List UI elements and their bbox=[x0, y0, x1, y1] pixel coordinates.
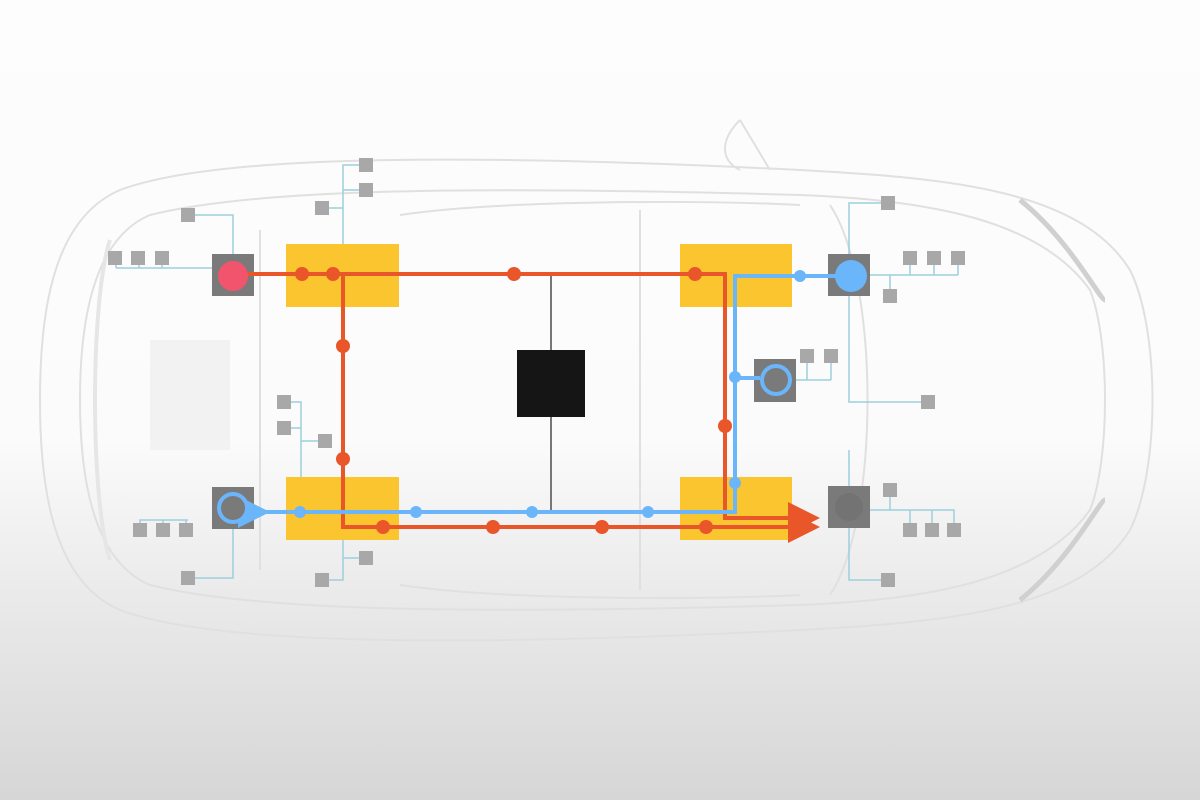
sensor-icon bbox=[315, 573, 329, 587]
power-tap-dot bbox=[295, 267, 309, 281]
sensor-icon bbox=[925, 523, 939, 537]
data-tap-dot bbox=[410, 506, 422, 518]
sensor-icon bbox=[359, 158, 373, 172]
power-tap-dot bbox=[336, 452, 350, 466]
data-tap-dot bbox=[794, 270, 806, 282]
sensor-icon bbox=[883, 289, 897, 303]
sensor-icon bbox=[359, 551, 373, 565]
sensor-icon bbox=[277, 421, 291, 435]
sensor-icon bbox=[179, 523, 193, 537]
power-tap-dot bbox=[688, 267, 702, 281]
power-lines bbox=[245, 272, 820, 543]
data-tap-dot bbox=[642, 506, 654, 518]
data-tap-dot bbox=[294, 506, 306, 518]
sensor-icon bbox=[881, 573, 895, 587]
sensor-icon bbox=[181, 571, 195, 585]
sensor-icon bbox=[108, 251, 122, 265]
data-ring-icon bbox=[217, 492, 249, 524]
power-source-icon bbox=[218, 261, 248, 291]
power-tap-dot bbox=[376, 520, 390, 534]
sensor-icon bbox=[883, 483, 897, 497]
central-computer bbox=[517, 350, 585, 417]
car-outline-icon bbox=[38, 119, 1154, 642]
power-tap-dot bbox=[326, 267, 340, 281]
power-tap-dot bbox=[336, 339, 350, 353]
sensor-icon bbox=[133, 523, 147, 537]
data-tap-dot bbox=[526, 506, 538, 518]
sensor-icon bbox=[824, 349, 838, 363]
data-source-icon bbox=[835, 260, 867, 292]
sensor-icon bbox=[881, 196, 895, 210]
sensor-icon bbox=[155, 251, 169, 265]
sensor-icon bbox=[947, 523, 961, 537]
power-tap-dot bbox=[718, 419, 732, 433]
sensor-icon bbox=[131, 251, 145, 265]
sensor-icon bbox=[277, 395, 291, 409]
sensors bbox=[108, 158, 965, 587]
sensor-icon bbox=[181, 208, 195, 222]
data-ring-icon bbox=[760, 364, 792, 396]
sensor-icon bbox=[315, 201, 329, 215]
data-tap-dot bbox=[729, 477, 741, 489]
sensor-icon bbox=[156, 523, 170, 537]
power-tap-dot bbox=[595, 520, 609, 534]
sensor-icon bbox=[359, 183, 373, 197]
sensor-icon bbox=[903, 523, 917, 537]
sensor-icon bbox=[318, 434, 332, 448]
power-tap-dot bbox=[699, 520, 713, 534]
data-tap-dot bbox=[729, 371, 741, 383]
sensor-icon bbox=[927, 251, 941, 265]
sensor-icon bbox=[921, 395, 935, 409]
power-tap-dot bbox=[507, 267, 521, 281]
sensor-icon bbox=[903, 251, 917, 265]
sensor-icon bbox=[951, 251, 965, 265]
sensor-icon bbox=[800, 349, 814, 363]
power-sink-icon bbox=[835, 493, 863, 521]
power-tap-dot bbox=[486, 520, 500, 534]
